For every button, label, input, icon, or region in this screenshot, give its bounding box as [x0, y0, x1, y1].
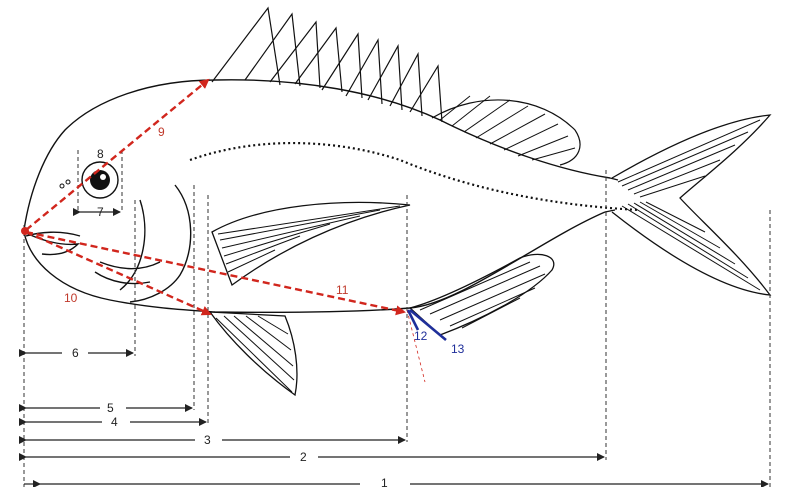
label-10: 10: [64, 291, 78, 305]
dorsal-fin: [212, 8, 580, 165]
anal-fin: [410, 254, 554, 335]
caudal-fin: [612, 115, 770, 295]
label-5: 5: [107, 401, 114, 415]
snout-point: [21, 227, 29, 235]
label-8: 8: [97, 147, 104, 161]
label-11: 11: [336, 283, 349, 297]
label-9: 9: [158, 125, 165, 139]
guide-lines: [24, 150, 770, 487]
label-6: 6: [72, 346, 79, 360]
fish-body: [24, 80, 618, 313]
lateral-line: [190, 143, 640, 210]
label-3: 3: [204, 433, 211, 447]
pectoral-fin: [212, 202, 410, 285]
label-2: 2: [300, 450, 307, 464]
label-7: 7: [97, 205, 104, 219]
label-12: 12: [414, 329, 428, 343]
eye: [60, 162, 118, 198]
label-13: 13: [451, 342, 465, 356]
horizontal-measures: [24, 212, 768, 484]
pelvic-fin: [210, 312, 297, 395]
label-1: 1: [381, 476, 388, 487]
label-4: 4: [111, 415, 118, 429]
